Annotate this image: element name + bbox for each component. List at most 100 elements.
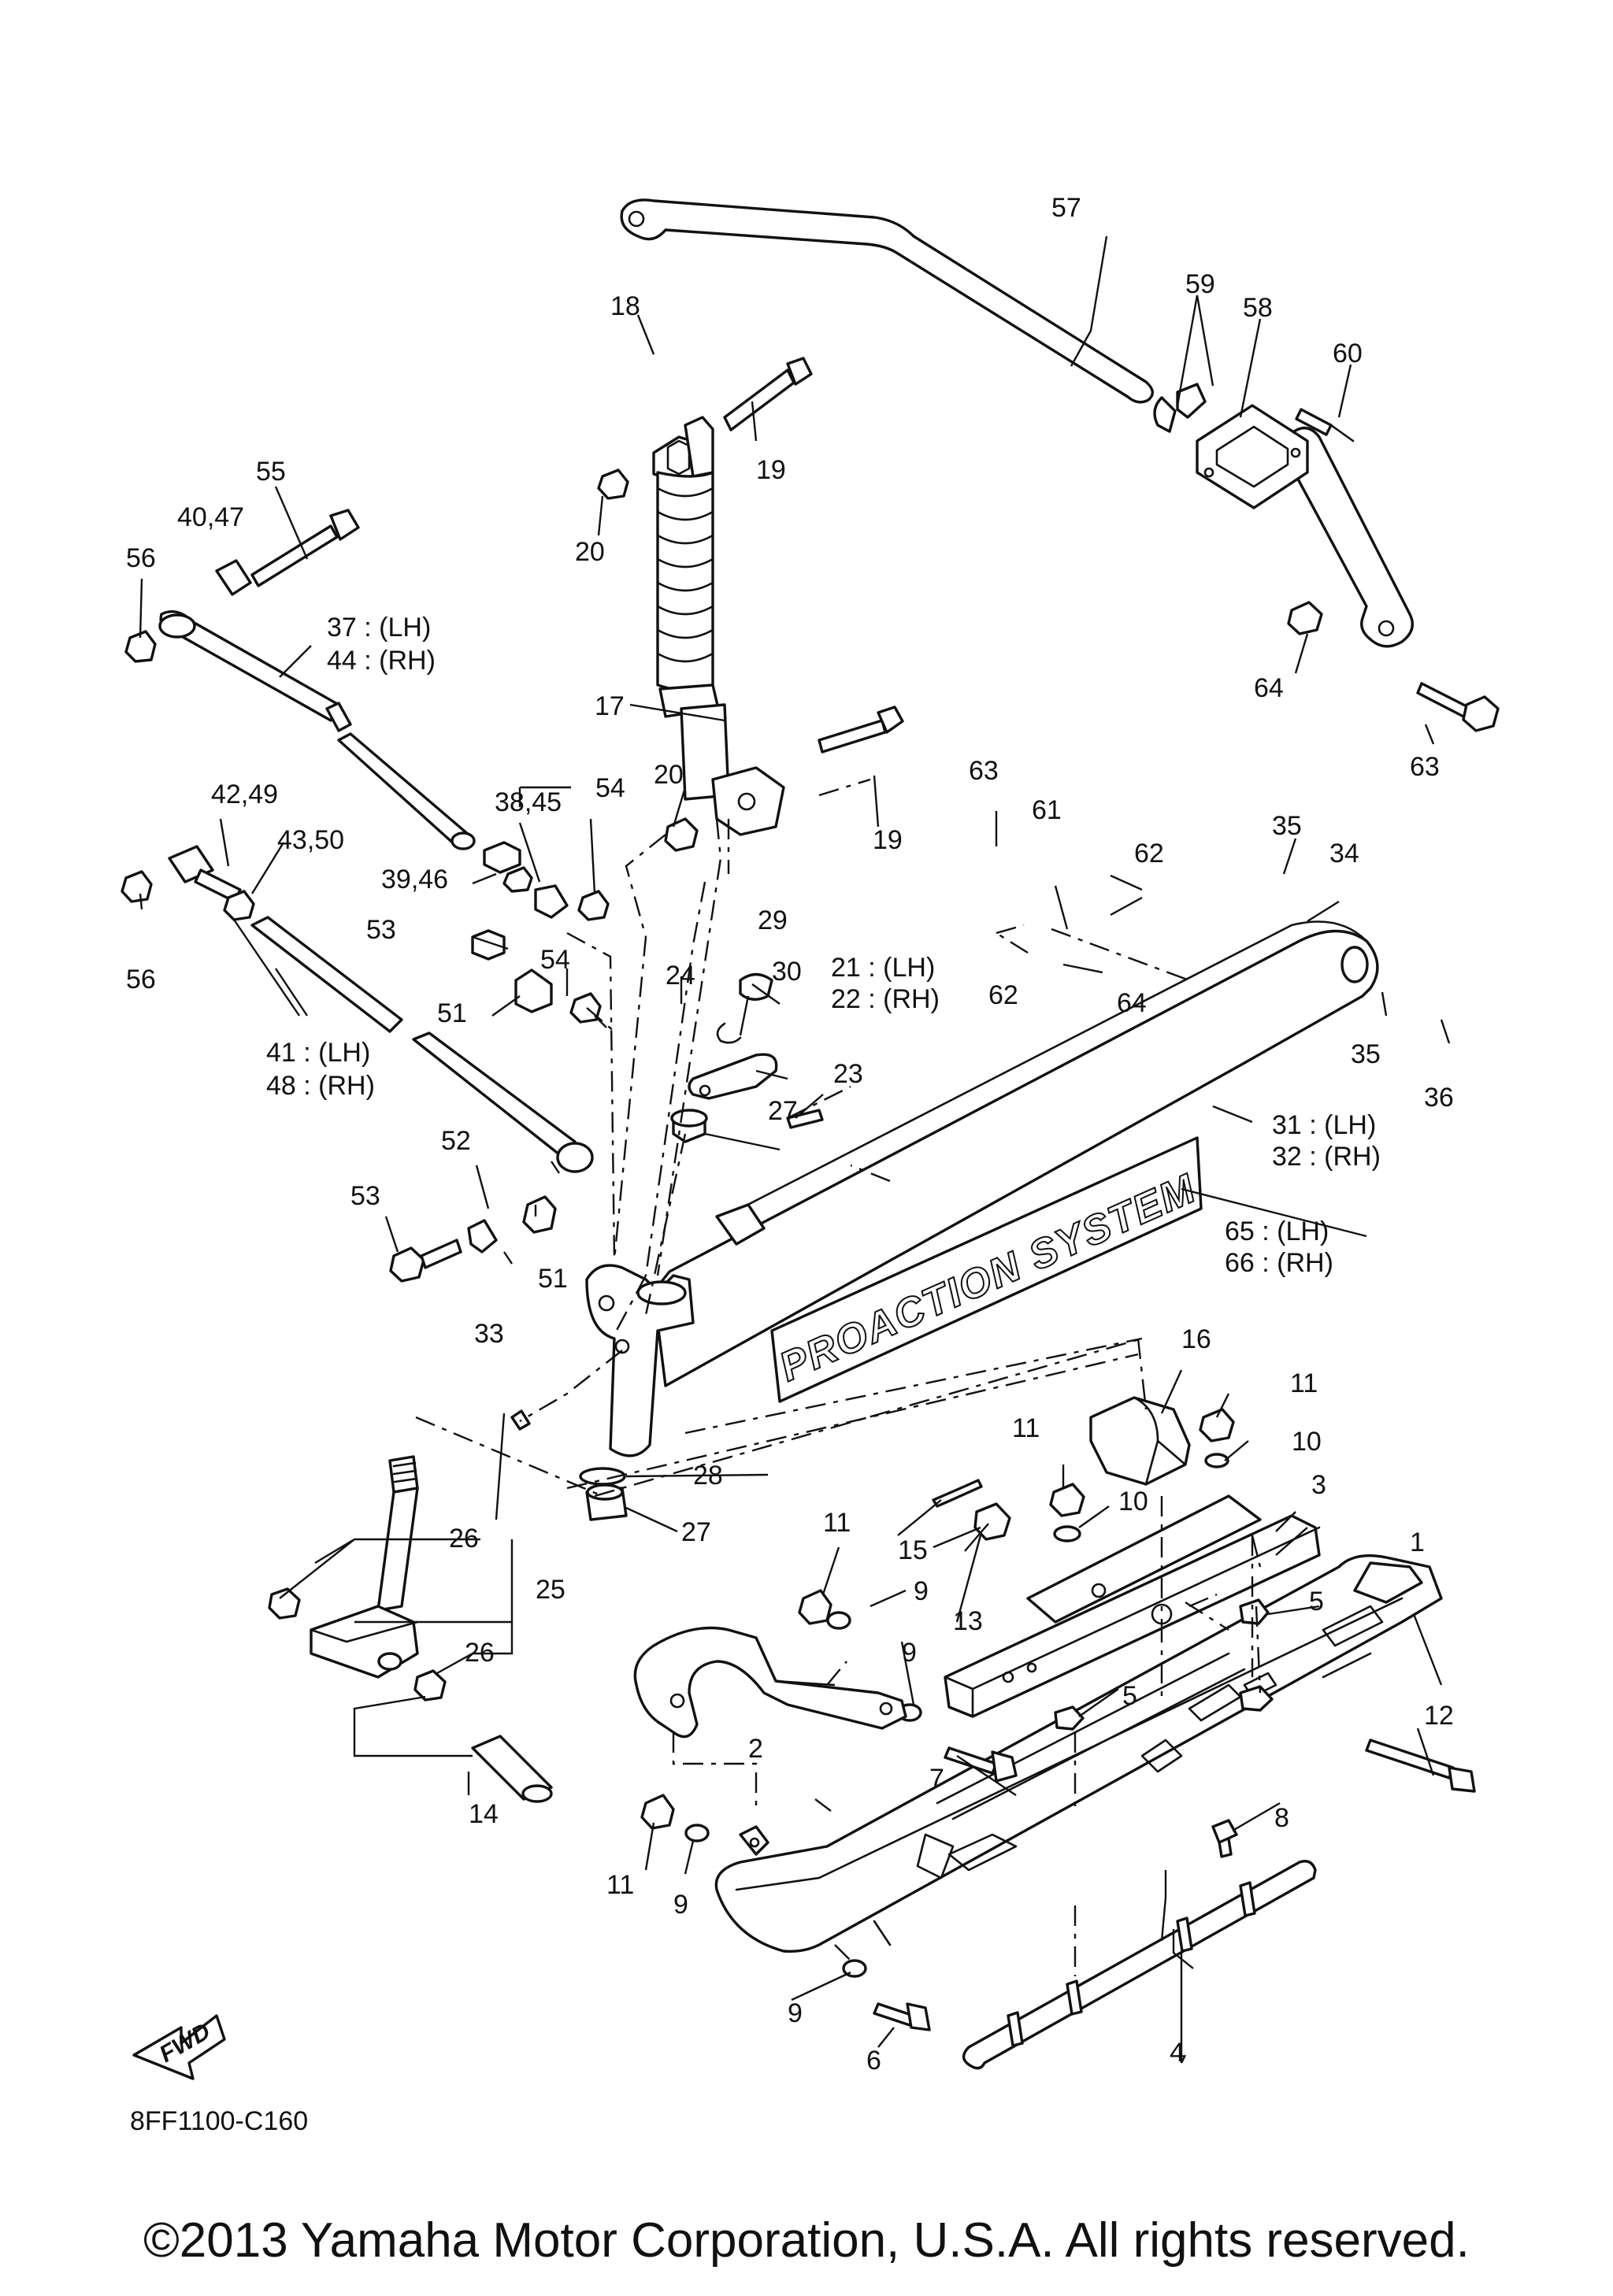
stabilizer-bar (620, 198, 1414, 648)
callout-26b: 26 (465, 1638, 495, 1668)
callout-21: 21 : (LH) (831, 953, 935, 983)
callout-42-49: 42,49 (211, 780, 278, 809)
callout-48: 48 : (RH) (266, 1071, 375, 1101)
upper-arm (124, 509, 476, 850)
callout-9d: 9 (788, 1998, 803, 2028)
callout-10b: 10 (1118, 1487, 1148, 1516)
callout-57: 57 (1051, 193, 1081, 223)
callout-64b: 64 (1117, 988, 1147, 1018)
callout-51a: 51 (437, 998, 467, 1028)
callout-53a: 53 (366, 915, 396, 945)
callout-56b: 56 (126, 965, 156, 994)
callout-7: 7 (929, 1764, 944, 1794)
callout-59: 59 (1185, 269, 1215, 299)
callout-62b: 62 (988, 980, 1018, 1010)
callout-43-50: 43,50 (277, 825, 344, 855)
callout-30: 30 (772, 957, 802, 987)
callout-66: 66 : (RH) (1225, 1248, 1333, 1278)
callout-1: 1 (1410, 1528, 1425, 1557)
callout-11a: 11 (1290, 1368, 1318, 1398)
callout-31: 31 : (LH) (1272, 1110, 1376, 1140)
callout-64a: 64 (1254, 673, 1284, 703)
callout-9b: 9 (902, 1638, 917, 1668)
callout-24: 24 (666, 961, 695, 991)
shock-absorber (597, 357, 904, 852)
lower-arm (121, 841, 610, 1283)
callout-8: 8 (1274, 1803, 1289, 1833)
assembly-lines (415, 778, 1262, 1976)
callout-37: 37 : (LH) (327, 613, 431, 643)
callout-39-46: 39,46 (381, 865, 448, 894)
callout-20b: 20 (654, 760, 684, 790)
copyright-notice: ©2013 Yamaha Motor Corporation, U.S.A. A… (143, 2213, 1470, 2268)
callout-17: 17 (595, 691, 625, 721)
callout-11c: 11 (823, 1508, 851, 1538)
callout-5a: 5 (1309, 1587, 1324, 1616)
callouts: 57 59 58 60 64 63 18 19 20 17 20 19 55 4… (126, 193, 1454, 2076)
callout-33: 33 (474, 1319, 504, 1349)
callout-16: 16 (1181, 1324, 1211, 1354)
callout-5b: 5 (1122, 1681, 1137, 1711)
callout-9c: 9 (673, 1890, 688, 1920)
callout-6: 6 (866, 2046, 881, 2076)
callout-40-47: 40,47 (177, 502, 244, 532)
callout-35b: 35 (1351, 1039, 1381, 1069)
leader-lines (139, 235, 1451, 2064)
callout-12: 12 (1424, 1701, 1454, 1731)
callout-55: 55 (256, 457, 286, 487)
callout-19a: 19 (756, 455, 786, 485)
callout-56a: 56 (126, 543, 156, 573)
callout-28: 28 (693, 1461, 723, 1491)
callout-11d: 11 (606, 1870, 634, 1900)
callout-52: 52 (441, 1126, 471, 1156)
callout-27a: 27 (768, 1096, 798, 1126)
callout-38-45: 38,45 (495, 787, 562, 817)
callout-3: 3 (1311, 1470, 1326, 1500)
callout-44: 44 : (RH) (327, 646, 436, 676)
spindle-housing (510, 972, 824, 1521)
callout-19b: 19 (873, 825, 903, 855)
callout-26a: 26 (449, 1524, 479, 1554)
callout-34: 34 (1329, 839, 1359, 868)
callout-9a: 9 (914, 1576, 929, 1606)
diagram-code: 8FF1100-C160 (130, 2106, 308, 2136)
callout-54b: 54 (540, 945, 570, 975)
callout-2: 2 (748, 1734, 763, 1764)
callout-32: 32 : (RH) (1272, 1142, 1381, 1172)
callout-61: 61 (1032, 795, 1062, 825)
stabilizer-bolt-nut (1287, 601, 1500, 732)
callout-11b: 11 (1012, 1413, 1040, 1443)
stabilizer-holder (1196, 404, 1309, 509)
callout-62a: 62 (1134, 839, 1164, 868)
callout-14: 14 (469, 1799, 499, 1829)
ski-loop (633, 1626, 907, 1739)
callout-20a: 20 (575, 537, 605, 567)
forward-direction-arrow: FWD (132, 2014, 226, 2080)
rivet (1295, 408, 1355, 443)
callout-29: 29 (758, 905, 788, 935)
callout-22: 22 : (RH) (831, 984, 940, 1014)
callout-60: 60 (1333, 339, 1363, 368)
callout-35a: 35 (1272, 811, 1302, 841)
callout-51b: 51 (538, 1264, 568, 1294)
callout-27b: 27 (681, 1517, 711, 1547)
spindle (268, 1455, 553, 1803)
stabilizer-clips (1153, 383, 1207, 433)
callout-58: 58 (1243, 293, 1273, 323)
ski (714, 1554, 1443, 1953)
callout-4: 4 (1170, 2038, 1185, 2068)
callout-41: 41 : (LH) (266, 1038, 370, 1068)
ski-runner (962, 1822, 1317, 2070)
callout-54a: 54 (595, 773, 625, 803)
callout-23: 23 (833, 1059, 863, 1089)
callout-15: 15 (898, 1535, 928, 1565)
callout-13: 13 (953, 1606, 983, 1636)
callout-25: 25 (536, 1575, 565, 1605)
callout-63b: 63 (969, 756, 999, 786)
callout-10a: 10 (1292, 1427, 1322, 1457)
callout-53b: 53 (350, 1181, 380, 1211)
callout-63a: 63 (1410, 752, 1440, 782)
ski-stopper (932, 1396, 1235, 1542)
callout-18: 18 (610, 291, 640, 321)
